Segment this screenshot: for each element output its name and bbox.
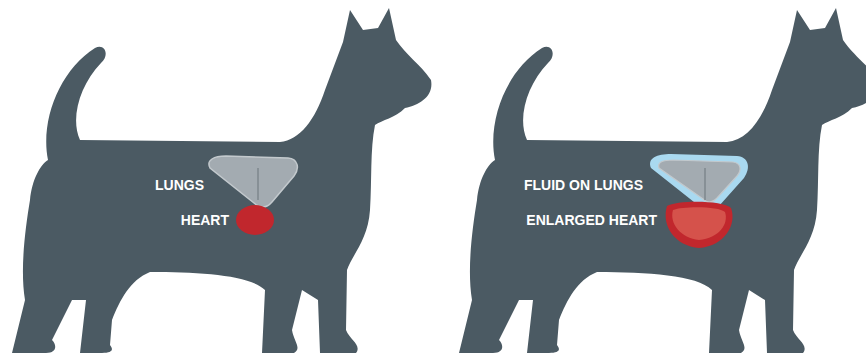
enlarged-heart-shape xyxy=(666,202,733,248)
heart-highlight xyxy=(672,207,726,240)
lungs-divider xyxy=(257,168,259,200)
dog-sick xyxy=(459,8,866,353)
heart-shape xyxy=(236,205,274,235)
dog-silhouette xyxy=(12,8,431,353)
organ-label: HEART xyxy=(181,213,229,227)
lungs-shape xyxy=(209,156,297,207)
lungs-divider xyxy=(704,168,706,200)
lungs-shape xyxy=(659,160,740,202)
organ-label: LUNGS xyxy=(155,178,204,192)
dog-silhouette xyxy=(459,8,866,353)
organ-label: FLUID ON LUNGS xyxy=(524,178,643,192)
dog-normal xyxy=(12,8,431,353)
organ-label: ENLARGED HEART xyxy=(526,213,657,227)
